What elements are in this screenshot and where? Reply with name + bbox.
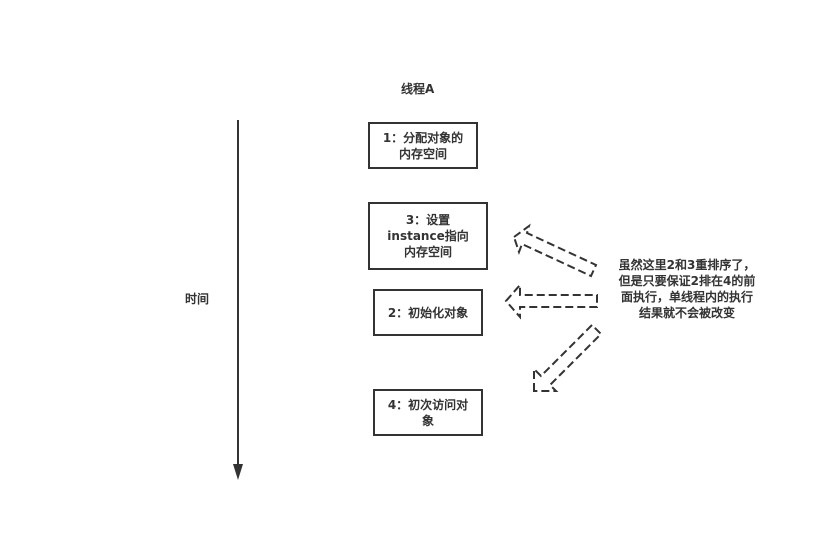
step-first-access: 4：初次访问对 象	[373, 389, 483, 436]
step-first-access-line-2: 象	[421, 413, 434, 428]
reordering-note-line-3: 面执行，单线程内的执行	[620, 290, 753, 304]
thread-label: 线程A	[401, 82, 435, 96]
step-set-instance-pointer-line-3: 内存空间	[403, 245, 452, 259]
time-axis-arrowhead	[233, 464, 243, 480]
step-allocate-memory: 1：分配对象的 内存空间	[368, 122, 478, 169]
reordering-note-line-2: 但是只要保证2排在4的前	[618, 274, 756, 288]
dashed-arrow-to-step-2	[504, 282, 598, 320]
step-set-instance-pointer: 3：设置 instance指向 内存空间	[368, 202, 488, 270]
step-allocate-memory-line-2: 内存空间	[398, 146, 447, 161]
step-allocate-memory-line-1: 1：分配对象的	[382, 130, 464, 145]
reordering-note: 虽然这里2和3重排序了， 但是只要保证2排在4的前 面执行，单线程内的执行 结果…	[606, 257, 768, 321]
time-axis-label: 时间	[185, 292, 210, 306]
reordering-note-line-4: 结果就不会被改变	[638, 306, 735, 320]
step-set-instance-pointer-line-1: 3：设置	[405, 213, 451, 227]
step-initialize-object: 2：初始化对象	[373, 289, 483, 336]
step-initialize-object-line-1: 2：初始化对象	[387, 305, 469, 320]
reordering-note-line-1: 虽然这里2和3重排序了，	[618, 258, 756, 272]
step-set-instance-pointer-line-2: instance指向	[387, 229, 469, 243]
step-first-access-line-1: 4：初次访问对	[387, 397, 469, 412]
dashed-arrow-to-step-3	[512, 223, 598, 278]
dashed-arrow-to-step-4	[533, 323, 603, 392]
